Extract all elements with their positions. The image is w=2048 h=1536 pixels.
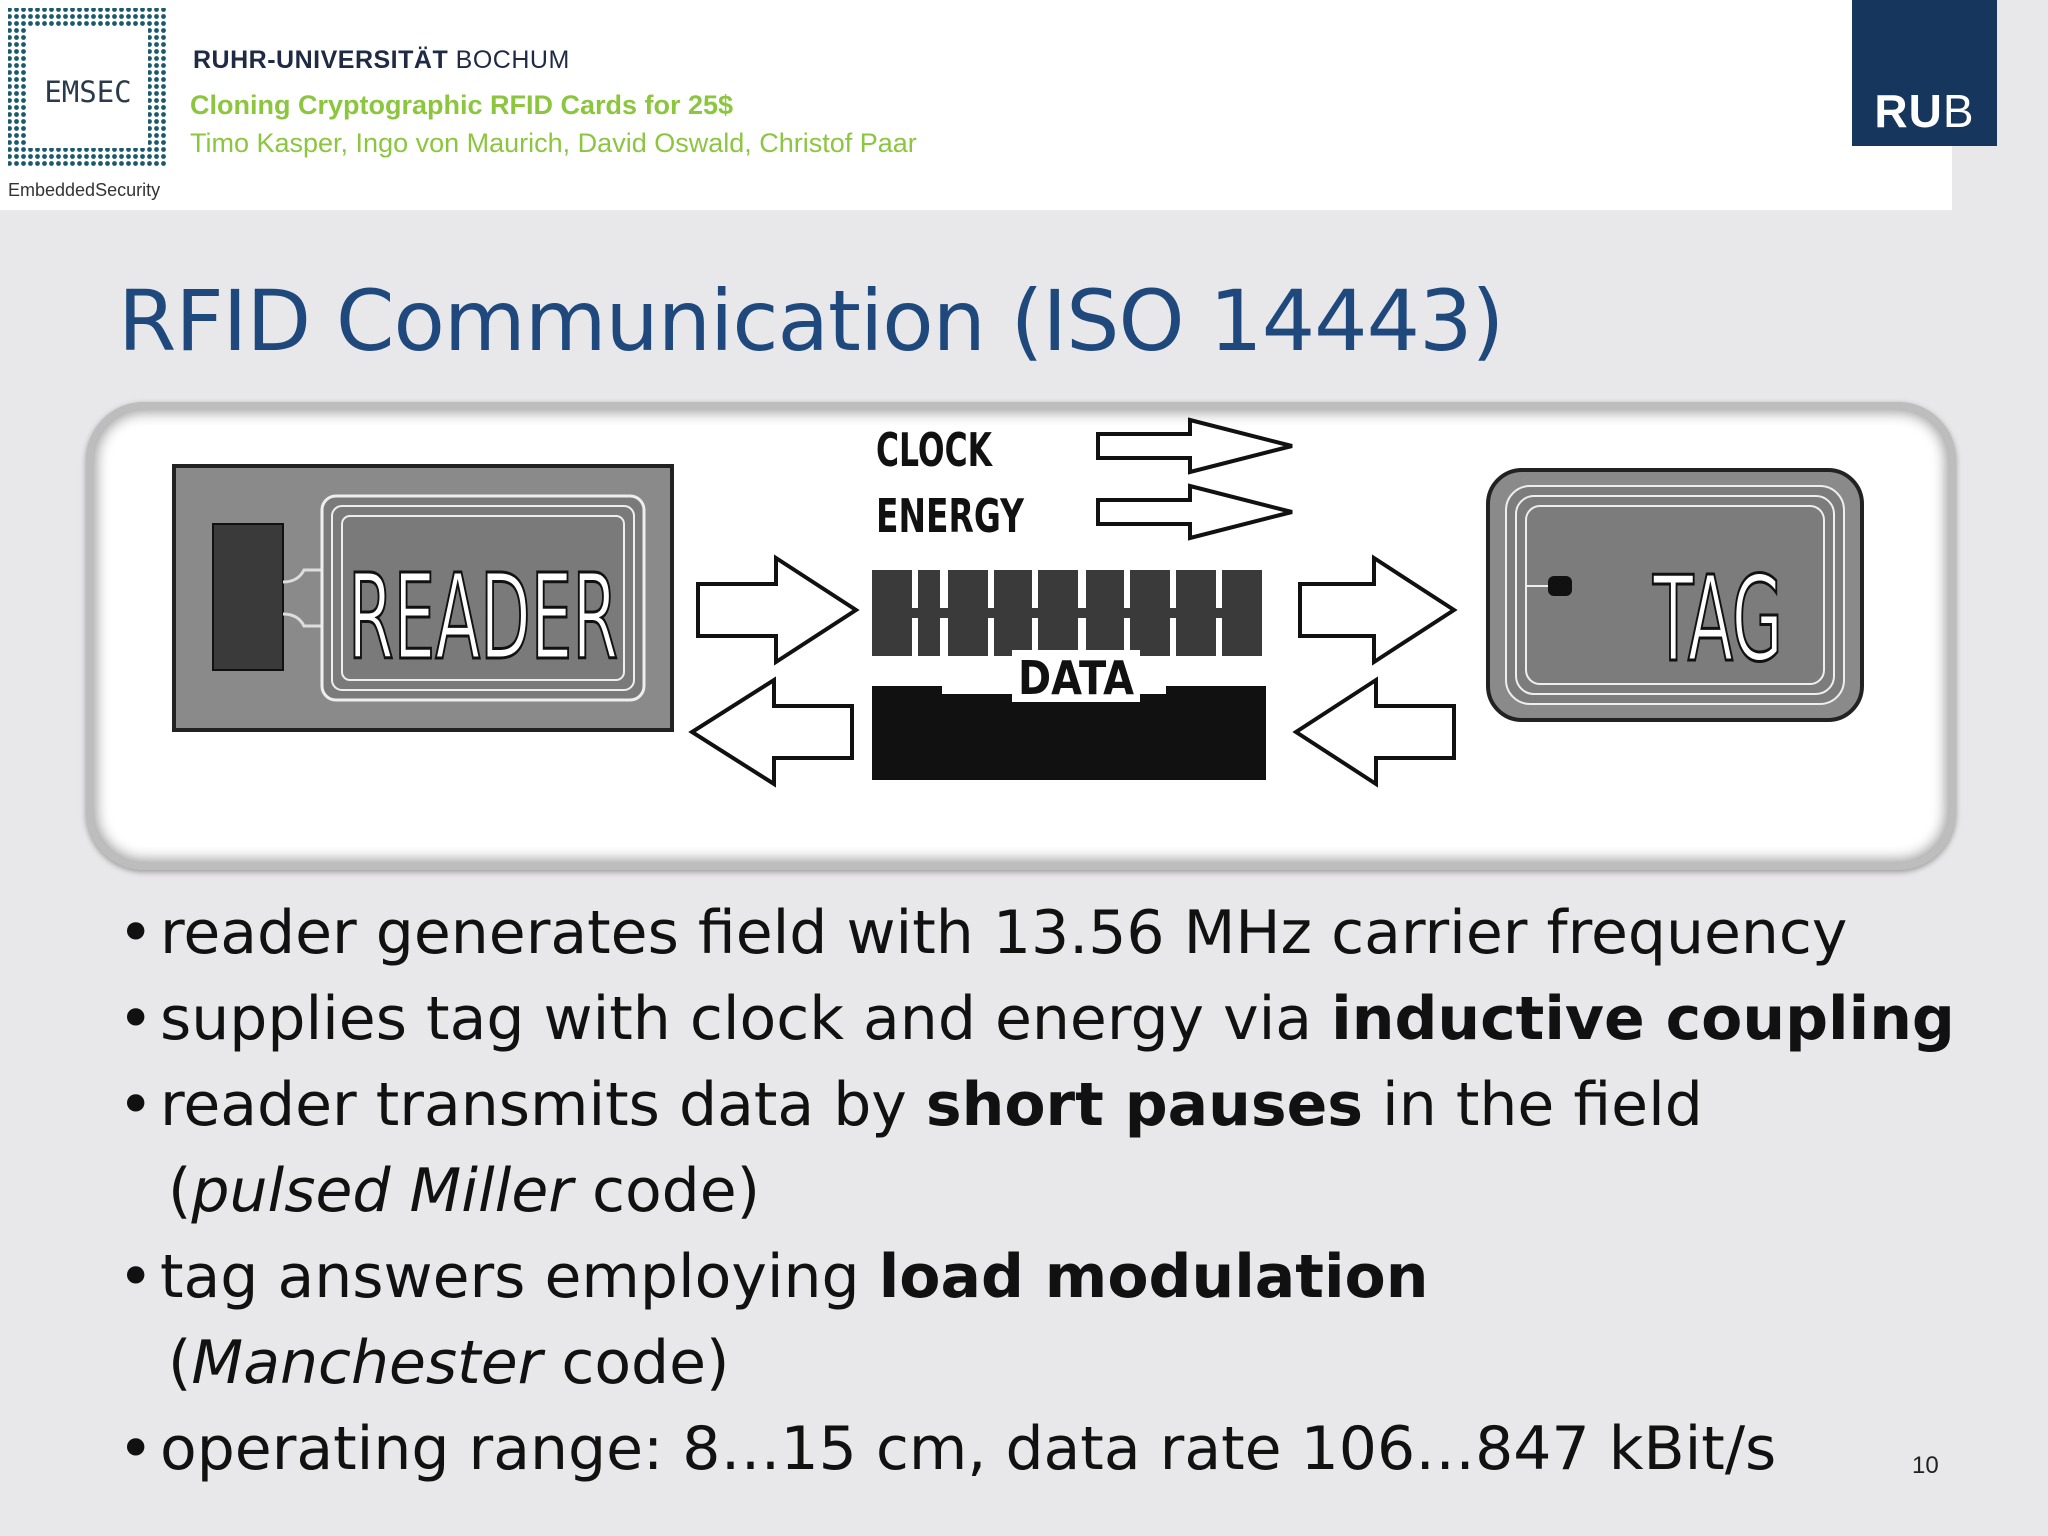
energy-arrow-icon — [1096, 483, 1293, 541]
bullet-item: reader generates field with 13.56 MHz ca… — [118, 890, 1918, 976]
reader-to-field-arrow-icon — [696, 554, 860, 666]
data-label: DATA — [1018, 651, 1134, 705]
clock-arrow-icon — [1096, 417, 1293, 475]
tag-label: TAG — [1652, 550, 1783, 688]
tag-device: TAG — [1486, 468, 1864, 722]
tag-data-waveform — [872, 686, 1266, 780]
slide-header: EMSEC EmbeddedSecurity RUHR-UNIVERSITÄT … — [0, 0, 1952, 210]
emsec-logo: EMSEC EmbeddedSecurity — [8, 8, 168, 200]
bullet-item: operating range: 8…15 cm, data rate 106…… — [118, 1406, 1918, 1492]
reader-device: READER — [172, 464, 674, 732]
rfid-diagram: READER TAG CLOCK ENERGY — [86, 402, 1956, 870]
talk-title: Cloning Cryptographic RFID Cards for 25$ — [190, 90, 734, 120]
bullet-item: supplies tag with clock and energy via i… — [118, 976, 1955, 1062]
bullet-item: reader transmits data by short pauses in… — [118, 1062, 1918, 1148]
emsec-logo-caption: EmbeddedSecurity — [8, 180, 160, 200]
talk-authors: Timo Kasper, Ingo von Maurich, David Osw… — [190, 128, 917, 158]
bullet-continuation: (pulsed Miller code) — [168, 1156, 761, 1226]
tag-chip — [1548, 576, 1572, 596]
university-name: RUHR-UNIVERSITÄT BOCHUM — [193, 46, 570, 74]
tag-to-field-arrow-icon — [1292, 676, 1456, 788]
clock-label: CLOCK — [876, 423, 994, 477]
slide-title: RFID Communication (ISO 14443) — [118, 272, 1504, 370]
bullet-continuation: (Manchester code) — [168, 1328, 730, 1398]
emsec-logo-text: EMSEC — [44, 75, 131, 109]
reader-chip — [212, 523, 284, 671]
energy-label: ENERGY — [876, 489, 1024, 543]
page-number: 10 — [1912, 1452, 1939, 1479]
bullet-item: tag answers employing load modulation — [118, 1234, 1918, 1320]
rub-logo: RUB — [1852, 0, 1997, 146]
reader-label: READER — [348, 548, 618, 686]
field-to-tag-arrow-icon — [1298, 554, 1458, 666]
field-to-reader-arrow-icon — [688, 676, 854, 788]
reader-data-waveform — [872, 570, 1262, 656]
bullet-list: reader generates field with 13.56 MHz ca… — [118, 890, 1955, 1492]
